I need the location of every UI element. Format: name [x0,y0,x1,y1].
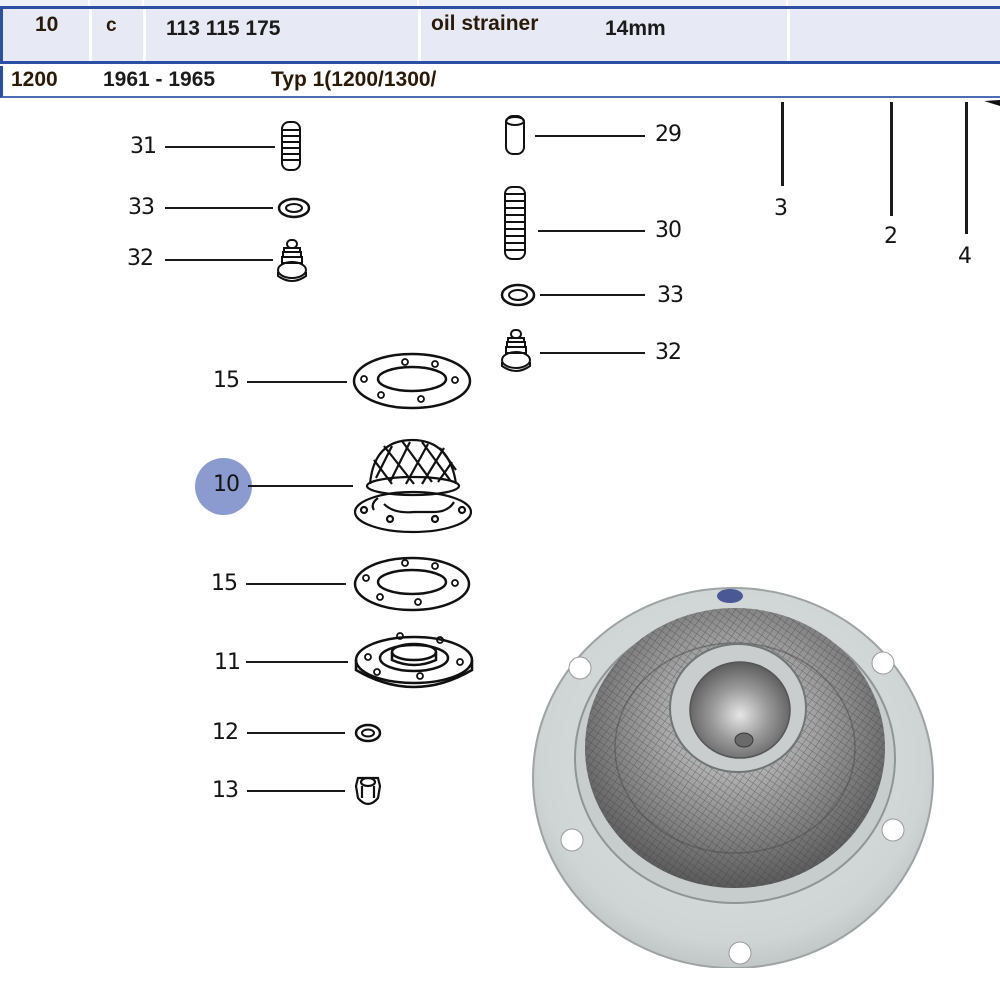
callout-label: 30 [655,218,682,243]
callout-label: 29 [655,122,682,147]
engine-size: 1200 [11,68,58,91]
leader-line [246,661,348,663]
strip-divider [142,0,144,6]
leader-line [540,352,645,354]
gasket-icon [353,556,471,612]
oil-strainer-drawing [353,438,473,534]
leader-line [165,146,275,148]
callout-label: 33 [657,283,684,308]
plug-icon [277,239,307,282]
callout-label: 11 [214,650,241,675]
leader-line [165,207,273,209]
code-letter: c [106,15,117,36]
leader-line [538,230,645,232]
part-header-row: 10 c 113 115 175 oil strainer 14mm [0,6,1000,64]
selected-part-highlight[interactable] [195,458,252,515]
part-description: oil strainer [431,12,539,35]
top-strip [0,0,1000,6]
spring-icon [281,121,301,171]
callout-label: 13 [212,778,239,803]
callout-label: 32 [655,340,682,365]
arrow-tip-icon [984,100,1000,106]
cap-nut-icon [354,776,382,806]
callout-label: 12 [212,720,239,745]
callout-label: 3 [774,196,788,221]
leader-line [247,790,345,792]
cell-divider [418,9,421,61]
plug-icon [501,329,531,372]
gasket-icon [352,352,472,410]
cell-divider [787,9,790,61]
oil-strainer-photo [532,587,934,968]
exploded-parts-diagram: 31 33 32 29 30 [0,100,1000,1000]
leader-line [890,102,893,216]
callout-label: 2 [884,224,898,249]
item-number: 10 [35,13,59,36]
cell-divider [143,9,146,61]
piston-icon [505,115,525,155]
application-row: 1200 1961 - 1965 Typ 1(1200/1300/ [0,66,1000,98]
callout-label: 15 [211,571,238,596]
spring-icon [504,186,526,260]
leader-line [247,381,347,383]
callout-label-selected[interactable]: 10 [213,472,240,497]
leader-line [165,259,273,261]
leader-line [535,135,645,137]
leader-line [781,102,784,186]
washer-icon [500,283,536,307]
callout-label: 32 [127,246,154,271]
callout-label: 33 [128,195,155,220]
washer-icon [354,723,382,743]
callout-label: 15 [213,368,240,393]
washer-icon [277,197,311,219]
leader-line [247,732,345,734]
strip-divider [88,0,90,6]
strip-divider [417,0,419,6]
strip-divider [786,0,788,6]
year-range: 1961 - 1965 [103,68,216,91]
cell-divider [89,9,92,61]
part-number: 113 115 175 [166,17,281,40]
leader-line [248,485,353,487]
leader-line [246,583,346,585]
leader-line [965,102,968,234]
leader-line [540,294,645,296]
part-size: 14mm [605,17,666,40]
cover-plate-icon [354,632,474,689]
callout-label: 31 [130,134,157,159]
model-type: Typ 1(1200/1300/ [271,68,437,91]
callout-label: 4 [958,244,972,269]
